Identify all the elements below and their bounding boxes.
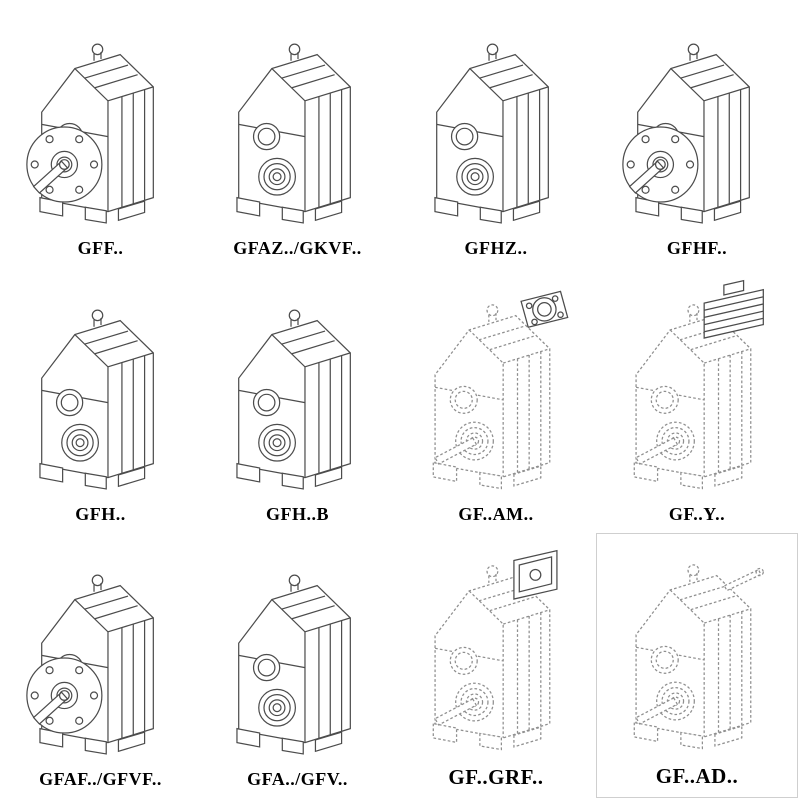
gearbox-hollow-shaft-drawing-icon (434, 43, 549, 224)
gearbox-label: GFF.. (77, 238, 124, 259)
gearbox-label: GF..Y.. (668, 503, 726, 524)
gearbox-item-gf-grf: GF..GRF.. (396, 533, 596, 798)
gearbox-flange-drawing-icon (25, 574, 154, 755)
gearbox-flange-drawing-icon (25, 43, 154, 224)
gearbox-phantom-input-shaft-drawing-icon (633, 564, 764, 750)
gearbox-label: GFAF../GFVF.. (39, 769, 162, 789)
gearbox-hollow-shaft-drawing-icon (235, 574, 351, 755)
gearbox-label: GF..AM.. (458, 503, 534, 524)
gearbox-item-gfhf: GFHF.. (596, 2, 798, 267)
gearbox-item-gfaz-gkvf: GFAZ../GKVF.. (199, 2, 396, 267)
gearbox-phantom-motor-drawing-icon (633, 279, 764, 489)
gearbox-label: GFAZ../GKVF.. (233, 238, 362, 259)
gearbox-item-gf-y: GF..Y.. (596, 267, 798, 532)
gearbox-item-gf-am: GF..AM.. (396, 267, 596, 532)
gearbox-label: GF..AD.. (655, 764, 739, 788)
gearbox-phantom-adapter-flange-drawing-icon (432, 290, 569, 489)
gearbox-item-gfh-b: GFH..B (199, 267, 396, 532)
gearbox-label: GFH.. (75, 503, 126, 524)
gearbox-flange-drawing-icon (622, 43, 750, 224)
gearbox-item-gfa-gfv: GFA../GFV.. (199, 533, 396, 798)
gearbox-hollow-shaft-drawing-icon (235, 43, 351, 224)
gearbox-item-gfhz: GFHZ.. (396, 2, 596, 267)
gearbox-phantom-input-adapter-drawing-icon (432, 550, 558, 751)
gearbox-hollow-shaft-drawing-icon (235, 309, 351, 490)
gearbox-item-gfh: GFH.. (2, 267, 199, 532)
gearbox-item-gfaf-gfvf: GFAF../GFVF.. (2, 533, 199, 798)
gearbox-item-gf-ad: GF..AD.. (596, 532, 798, 798)
gearbox-label: GF..GRF.. (448, 765, 544, 789)
gearbox-label: GFHF.. (666, 238, 728, 259)
gearbox-label: GFHZ.. (464, 238, 528, 259)
gearbox-label: GFA../GFV.. (247, 769, 348, 789)
gearbox-item-gff: GFF.. (2, 2, 199, 267)
gearbox-label: GFH..B (265, 503, 329, 524)
gearbox-hollow-shaft-drawing-icon (38, 309, 154, 490)
